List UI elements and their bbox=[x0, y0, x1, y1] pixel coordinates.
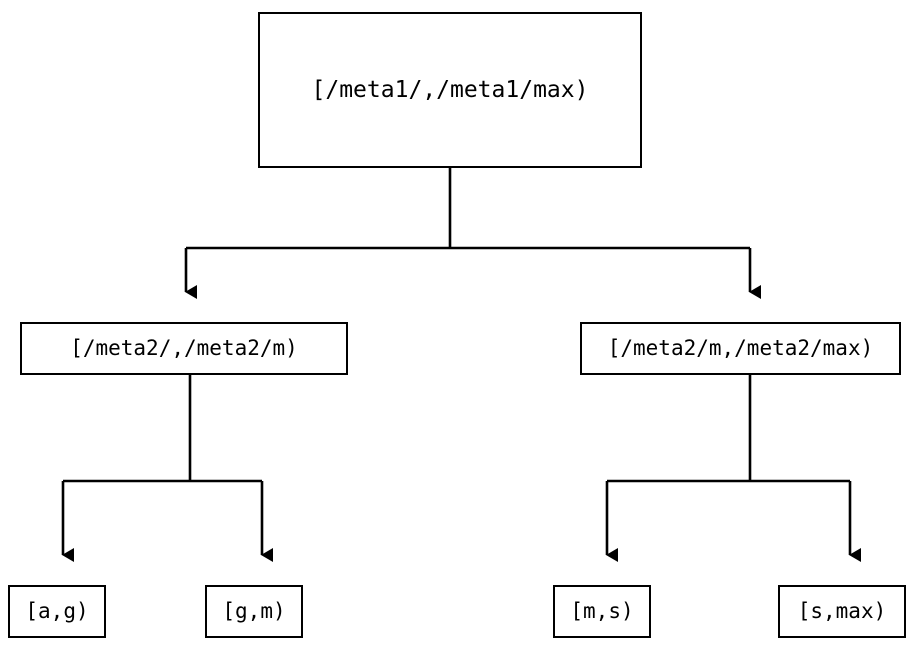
edge-midright-to-leaves bbox=[605, 375, 861, 562]
tree-node-leaf-m-s[interactable]: [m,s) bbox=[553, 585, 651, 638]
tree-node-leaf-a-g[interactable]: [a,g) bbox=[8, 585, 106, 638]
tree-node-leaf-g-m[interactable]: [g,m) bbox=[205, 585, 303, 638]
tree-node-leaf-g-m-label: [g,m) bbox=[222, 599, 286, 623]
tree-node-root-label: [/meta1/,/meta1/max) bbox=[311, 76, 589, 103]
tree-node-leaf-m-s-label: [m,s) bbox=[570, 599, 634, 623]
tree-node-leaf-s-max[interactable]: [s,max) bbox=[778, 585, 906, 638]
tree-node-leaf-a-g-label: [a,g) bbox=[25, 599, 89, 623]
tree-node-mid-right[interactable]: [/meta2/m,/meta2/max) bbox=[580, 322, 901, 375]
tree-node-mid-right-label: [/meta2/m,/meta2/max) bbox=[607, 336, 874, 360]
tree-node-root[interactable]: [/meta1/,/meta1/max) bbox=[258, 12, 642, 168]
tree-node-leaf-s-max-label: [s,max) bbox=[797, 599, 887, 623]
edge-root-to-level1 bbox=[184, 168, 761, 299]
edge-midleft-to-leaves bbox=[61, 375, 273, 562]
tree-node-mid-left-label: [/meta2/,/meta2/m) bbox=[70, 336, 298, 360]
tree-node-mid-left[interactable]: [/meta2/,/meta2/m) bbox=[20, 322, 348, 375]
